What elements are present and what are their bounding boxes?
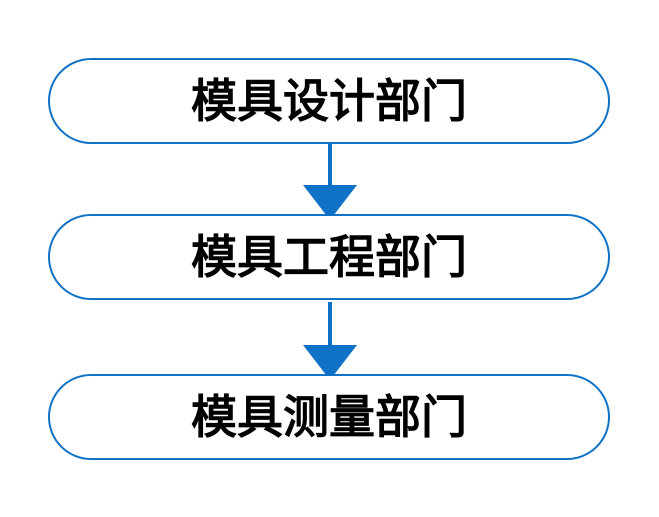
flow-node-measurement-department[interactable]: 模具测量部门 bbox=[48, 374, 610, 460]
flow-node-engineering-department[interactable]: 模具工程部门 bbox=[48, 214, 610, 300]
flow-node-label: 模具工程部门 bbox=[191, 230, 467, 284]
flow-node-label: 模具测量部门 bbox=[191, 390, 467, 444]
arrow-node1-to-node2 bbox=[303, 144, 357, 220]
flow-node-design-department[interactable]: 模具设计部门 bbox=[48, 58, 610, 144]
arrow-node2-to-node3 bbox=[303, 302, 357, 380]
flow-node-label: 模具设计部门 bbox=[191, 74, 467, 128]
